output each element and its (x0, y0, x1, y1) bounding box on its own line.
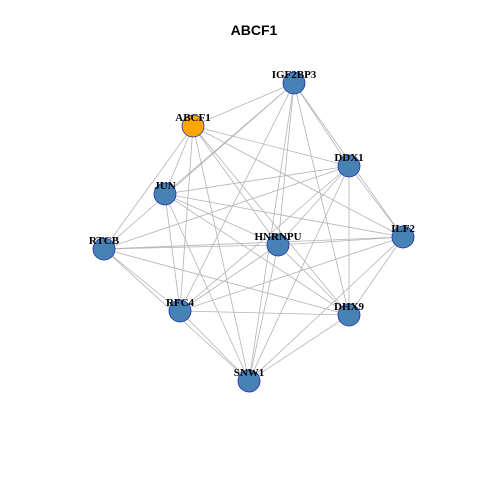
node-igf2bp3[interactable] (282, 71, 306, 95)
edge-rtcb-rfc4 (103, 248, 181, 312)
edge-abcf1-ilf2 (192, 125, 404, 238)
edge-abcf1-rtcb (103, 125, 194, 250)
edge-ddx1-ilf2 (348, 165, 404, 238)
node-label-jun: JUN (154, 180, 175, 192)
node-ddx1[interactable] (337, 154, 361, 178)
edge-jun-dhx9 (164, 193, 350, 316)
node-label-rtcb: RTCB (89, 235, 120, 247)
node-label-ilf2: ILF2 (391, 223, 415, 235)
edge-jun-snw1 (164, 193, 250, 382)
edge-abcf1-jun (164, 125, 194, 195)
diagram-title: ABCF1 (231, 22, 278, 38)
nodes-layer (92, 71, 415, 393)
node-ilf2[interactable] (391, 225, 415, 249)
edge-abcf1-snw1 (192, 125, 250, 382)
edge-dhx9-snw1 (248, 314, 350, 382)
edges-layer (103, 82, 404, 382)
edge-ddx1-snw1 (248, 165, 350, 382)
node-rfc4[interactable] (168, 299, 192, 323)
edge-igf2bp3-hnrnpu (277, 82, 295, 246)
edge-rfc4-snw1 (179, 310, 250, 382)
edge-hnrnpu-rfc4 (179, 244, 279, 312)
edge-igf2bp3-rfc4 (179, 82, 295, 312)
node-hnrnpu[interactable] (266, 233, 290, 257)
edge-abcf1-rfc4 (179, 125, 194, 312)
edge-ilf2-hnrnpu (277, 236, 404, 246)
edge-ilf2-rfc4 (179, 236, 404, 312)
node-jun[interactable] (153, 182, 177, 206)
node-label-igf2bp3: IGF2BP3 (272, 69, 317, 81)
edge-rtcb-dhx9 (103, 248, 350, 316)
node-label-hnrnpu: HNRNPU (254, 231, 301, 243)
node-abcf1[interactable] (181, 114, 205, 138)
edge-ddx1-rtcb (103, 165, 350, 250)
node-label-ddx1: DDX1 (334, 152, 363, 164)
edge-ilf2-dhx9 (348, 236, 404, 316)
edge-ddx1-jun (164, 165, 350, 195)
edge-rfc4-dhx9 (179, 310, 350, 316)
edge-igf2bp3-ddx1 (293, 82, 350, 167)
edge-abcf1-ddx1 (192, 125, 350, 167)
edge-jun-rfc4 (164, 193, 181, 312)
node-snw1[interactable] (237, 369, 261, 393)
edge-igf2bp3-dhx9 (293, 82, 350, 316)
node-label-abcf1: ABCF1 (175, 112, 210, 124)
node-dhx9[interactable] (337, 303, 361, 327)
edge-igf2bp3-rtcb (103, 82, 295, 250)
edge-jun-hnrnpu (164, 193, 279, 246)
edge-rtcb-hnrnpu (103, 244, 279, 250)
node-label-rfc4: RFC4 (166, 297, 195, 309)
edge-jun-ilf2 (164, 193, 404, 238)
edge-igf2bp3-abcf1 (192, 82, 295, 127)
edge-ilf2-rtcb (103, 236, 404, 250)
edge-ddx1-hnrnpu (277, 165, 350, 246)
node-rtcb[interactable] (92, 237, 116, 261)
node-label-snw1: SNW1 (234, 367, 265, 379)
node-label-dhx9: DHX9 (334, 301, 364, 313)
edge-abcf1-dhx9 (192, 125, 350, 316)
edge-abcf1-hnrnpu (192, 125, 279, 246)
edge-hnrnpu-dhx9 (277, 244, 350, 316)
